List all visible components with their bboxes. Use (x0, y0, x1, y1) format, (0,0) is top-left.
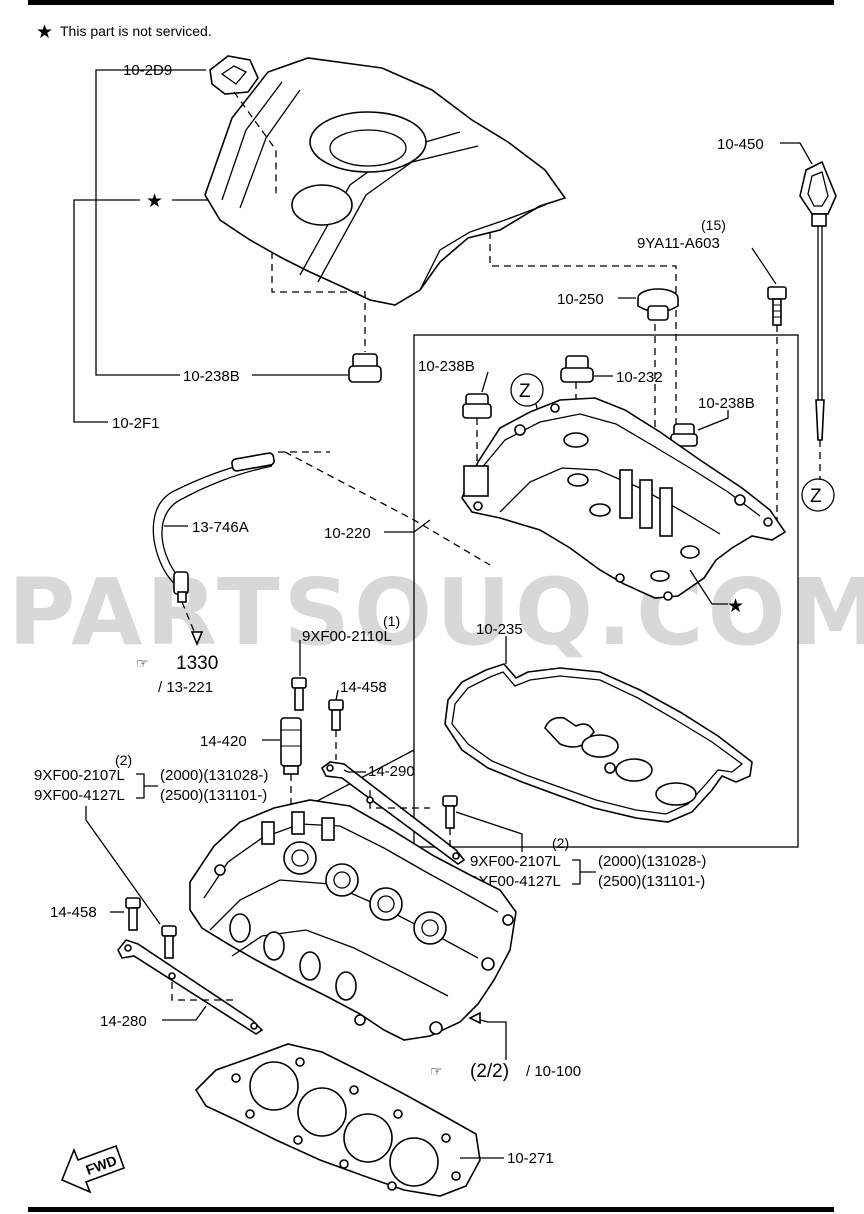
z-marker-right: Z (801, 478, 835, 512)
leader-9xf-right (455, 811, 523, 852)
callout-10-220: 10-220 (324, 525, 371, 542)
callout-ref-13-221: / 13-221 (158, 679, 213, 696)
bolt-9ya11-a603[interactable] (767, 286, 787, 326)
leader-14-290 (343, 769, 366, 773)
legend-text: This part is not serviced. (60, 23, 212, 39)
hose-guide-bottom (181, 601, 197, 637)
bolt-strip-left[interactable] (161, 925, 177, 959)
gasket-14-280-guide (171, 982, 236, 1001)
leader-star-cover (73, 199, 140, 423)
oil-filler-cap-10-250[interactable] (637, 288, 679, 321)
callout-10-450: 10-450 (717, 136, 764, 153)
grommet-10-238b-right[interactable] (670, 423, 698, 447)
bolt-14-458-bottom[interactable] (125, 897, 141, 931)
callout-10-235: 10-235 (476, 621, 523, 638)
callout-9xf00-2107l-left: 9XF00-2107L (34, 767, 125, 784)
cylinder-head-10-100[interactable] (189, 799, 517, 1041)
cover-guide-3 (489, 232, 677, 430)
callout-13-746a: 13-746A (192, 519, 249, 536)
valve-cover-group-box (413, 334, 799, 848)
leader-14-280 (162, 1005, 207, 1021)
cover-guide-2 (271, 252, 366, 352)
top-border (28, 0, 834, 5)
callout-9xf00-2110l: 9XF00-2110L (302, 628, 392, 645)
ref-arrow-icon-10-100: ☞ (430, 1063, 443, 1079)
hose-13-746a[interactable] (152, 452, 275, 603)
callout-9xf00-2107l-right: 9XF00-2107L (470, 853, 561, 870)
leader-10-450 (780, 142, 813, 165)
callout-qty-1: (1) (383, 613, 400, 629)
head-gasket-10-271[interactable] (194, 1043, 481, 1197)
leader-9ya11 (751, 247, 777, 285)
callout-star-cover: ★ (146, 191, 163, 212)
ref-arrow-10-100 (468, 1011, 481, 1025)
callout-star-valve: ★ (727, 596, 744, 617)
seal-10-232[interactable] (560, 355, 594, 383)
callout-9xf00-4127l-left: 9XF00-4127L (34, 787, 125, 804)
callout-10-250: 10-250 (557, 291, 604, 308)
hose-arrow (190, 631, 204, 647)
z-marker-left: Z (510, 373, 544, 407)
leader-14-458-top (335, 689, 339, 701)
gasket-10-235[interactable] (444, 663, 753, 823)
callout-2500-left: (2500)(131101-) (160, 787, 267, 804)
valve-cover-guide (284, 451, 491, 566)
dipstick-10-450[interactable] (799, 160, 837, 441)
leader-9xf-left (85, 806, 161, 925)
callout-10-238b-right: 10-238B (698, 395, 755, 412)
callout-qty-2-right: (2) (552, 835, 569, 851)
bracket-left (136, 773, 158, 799)
bolt-14-458-top[interactable] (328, 699, 344, 731)
callout-10-238b-inner: 10-238B (418, 358, 475, 375)
leader-star-valve (689, 569, 728, 605)
callout-9ya11-a603: 9YA11-A603 (637, 235, 720, 252)
callout-10-232: 10-232 (616, 369, 663, 386)
valve-cover-10-220[interactable] (461, 397, 787, 601)
bolt-9xf00-2107l-right[interactable] (442, 795, 458, 829)
gasket-14-290-guide (369, 790, 430, 809)
callout-qty-15: (15) (701, 217, 726, 233)
oil-control-valve-14-420[interactable] (280, 717, 302, 775)
legend-star: ★ (36, 22, 53, 43)
callout-10-238b-left: 10-238B (183, 368, 240, 385)
leader-10-238b-inner (481, 371, 489, 393)
z-marker-left-text: Z (519, 381, 531, 402)
callout-ref-1330: 1330 (176, 653, 218, 674)
callout-14-458-top: 14-458 (340, 679, 387, 696)
callout-qty-2-left: (2) (115, 752, 132, 768)
ref-arrow-icon-1330: ☞ (136, 655, 149, 671)
grommet-10-238b-left[interactable] (348, 353, 382, 383)
gasket-14-280[interactable] (117, 939, 264, 1035)
bracket-right (572, 859, 596, 885)
grommet-10-238b-inner[interactable] (462, 393, 492, 419)
callout-2000-left: (2000)(131028-) (160, 767, 268, 784)
watermark: PARTSOUQ.COM (8, 559, 864, 666)
z-marker-right-text: Z (810, 486, 822, 507)
leader-10-100 (471, 1017, 507, 1060)
bolt-9xf00-2110l[interactable] (291, 677, 307, 711)
engine-cover[interactable] (204, 57, 567, 306)
callout-10-2f1: 10-2F1 (112, 415, 160, 432)
fwd-arrow-icon: FWD (60, 1144, 126, 1194)
bottom-border (28, 1207, 834, 1212)
callout-14-458-bottom: 14-458 (50, 904, 97, 921)
leader-10-220 (384, 519, 431, 533)
callout-2500-right: (2500)(131101-) (598, 873, 705, 890)
callout-2000-right: (2000)(131028-) (598, 853, 706, 870)
leader-10-238b-right (697, 410, 729, 431)
callout-10-271: 10-271 (507, 1150, 554, 1167)
cover-guide-1 (233, 91, 277, 195)
callout-14-420: 14-420 (200, 733, 247, 750)
cap-10-2d9[interactable] (209, 55, 259, 95)
leader-10-2d9 (95, 69, 184, 376)
callout-ref-2-2: (2/2) (470, 1061, 509, 1082)
callout-10-2d9: 10-2D9 (123, 62, 172, 79)
gasket-14-290[interactable] (320, 761, 466, 865)
callout-ref-10-100: / 10-100 (526, 1063, 581, 1080)
callout-14-290: 14-290 (368, 763, 415, 780)
callout-14-280: 14-280 (100, 1013, 147, 1030)
